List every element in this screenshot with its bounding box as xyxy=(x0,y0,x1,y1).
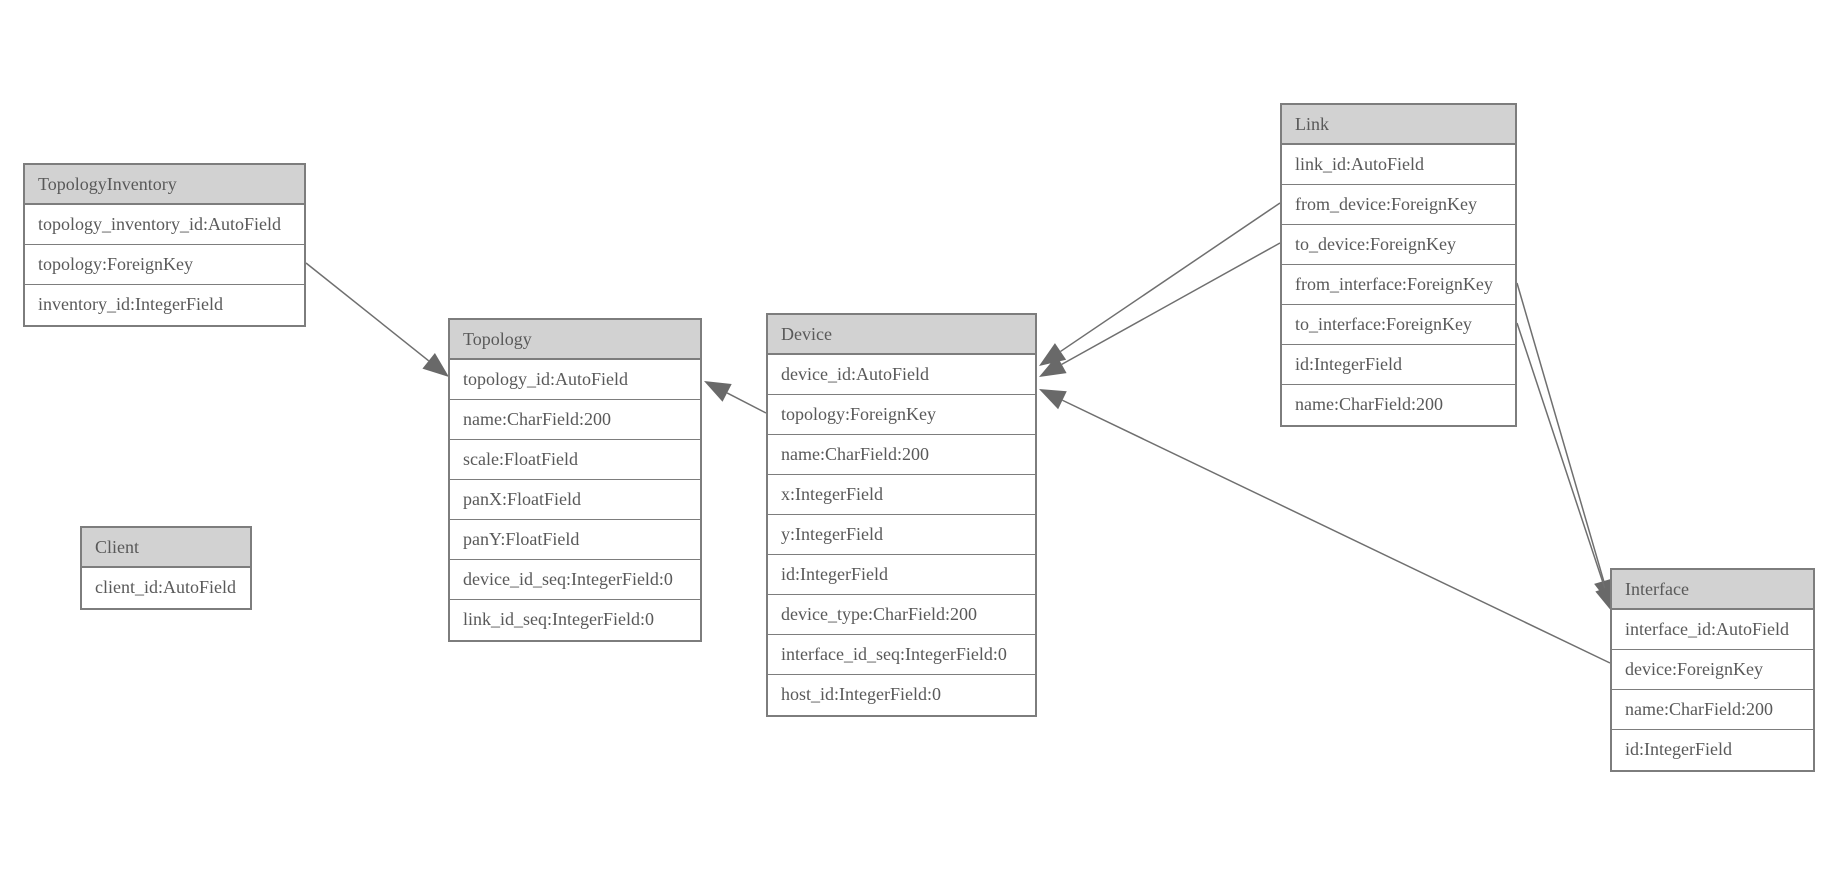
entity-link-field-row: link_id:AutoField xyxy=(1282,145,1515,185)
entity-link-field-row: from_interface:ForeignKey xyxy=(1282,265,1515,305)
entity-device-field-row: y:IntegerField xyxy=(768,515,1035,555)
entity-client-title: Client xyxy=(82,528,250,568)
entity-link-field-row: to_interface:ForeignKey xyxy=(1282,305,1515,345)
entity-topology-inventory-field-row: topology:ForeignKey xyxy=(25,245,304,285)
edge-line-device-topology-fk xyxy=(726,392,767,414)
entity-device-field-row: interface_id_seq:IntegerField:0 xyxy=(768,635,1035,675)
entity-topology-title: Topology xyxy=(450,320,700,360)
entity-topology-field-row: panY:FloatField xyxy=(450,520,700,560)
entity-topology-field-row: name:CharField:200 xyxy=(450,400,700,440)
edge-arrowhead-interface-device-fk xyxy=(1039,389,1067,410)
entity-interface-field-row: device:ForeignKey xyxy=(1612,650,1813,690)
edge-line-topologyinventory-topology-fk xyxy=(305,262,430,362)
entity-device-field-row: x:IntegerField xyxy=(768,475,1035,515)
entity-topology-field-row: device_id_seq:IntegerField:0 xyxy=(450,560,700,600)
entity-topology-inventory-field-row: topology_inventory_id:AutoField xyxy=(25,205,304,245)
entity-device-field-row: name:CharField:200 xyxy=(768,435,1035,475)
edge-arrowhead-topologyinventory-topology-fk xyxy=(422,352,449,377)
entity-device-field-row: id:IntegerField xyxy=(768,555,1035,595)
entity-interface-title: Interface xyxy=(1612,570,1813,610)
entity-device-field-row: device_type:CharField:200 xyxy=(768,595,1035,635)
entity-topology-field-row: scale:FloatField xyxy=(450,440,700,480)
entity-topology-field-row: link_id_seq:IntegerField:0 xyxy=(450,600,700,640)
edge-line-link-to_device-device-fk xyxy=(1061,242,1281,366)
entity-interface-field-row: name:CharField:200 xyxy=(1612,690,1813,730)
entity-client-field-row: client_id:AutoField xyxy=(82,568,250,608)
edge-line-link-from_interface-interface-fk xyxy=(1516,282,1605,582)
entity-link-field-row: id:IntegerField xyxy=(1282,345,1515,385)
entity-topology-field-row: panX:FloatField xyxy=(450,480,700,520)
entity-topology-inventory-title: TopologyInventory xyxy=(25,165,304,205)
edge-line-link-to_interface-interface-fk xyxy=(1516,322,1606,589)
entity-topology-field-row: topology_id:AutoField xyxy=(450,360,700,400)
entity-link-field-row: from_device:ForeignKey xyxy=(1282,185,1515,225)
entity-link-title: Link xyxy=(1282,105,1515,145)
edge-arrowhead-link-to_interface-interface-fk xyxy=(1595,585,1615,613)
entity-device-field-row: device_id:AutoField xyxy=(768,355,1035,395)
edge-line-interface-device-fk xyxy=(1062,399,1611,664)
edge-line-link-from_device-device-fk xyxy=(1060,202,1281,353)
entity-interface-field-row: id:IntegerField xyxy=(1612,730,1813,770)
edge-arrowhead-link-to_device-device-fk xyxy=(1039,355,1067,377)
entity-link-field-row: name:CharField:200 xyxy=(1282,385,1515,425)
entity-device-title: Device xyxy=(768,315,1035,355)
edge-arrowhead-device-topology-fk xyxy=(704,381,732,402)
entity-device-field-row: host_id:IntegerField:0 xyxy=(768,675,1035,715)
entity-interface-field-row: interface_id:AutoField xyxy=(1612,610,1813,650)
entity-device-field-row: topology:ForeignKey xyxy=(768,395,1035,435)
entity-link-field-row: to_device:ForeignKey xyxy=(1282,225,1515,265)
entity-topology-inventory-field-row: inventory_id:IntegerField xyxy=(25,285,304,325)
